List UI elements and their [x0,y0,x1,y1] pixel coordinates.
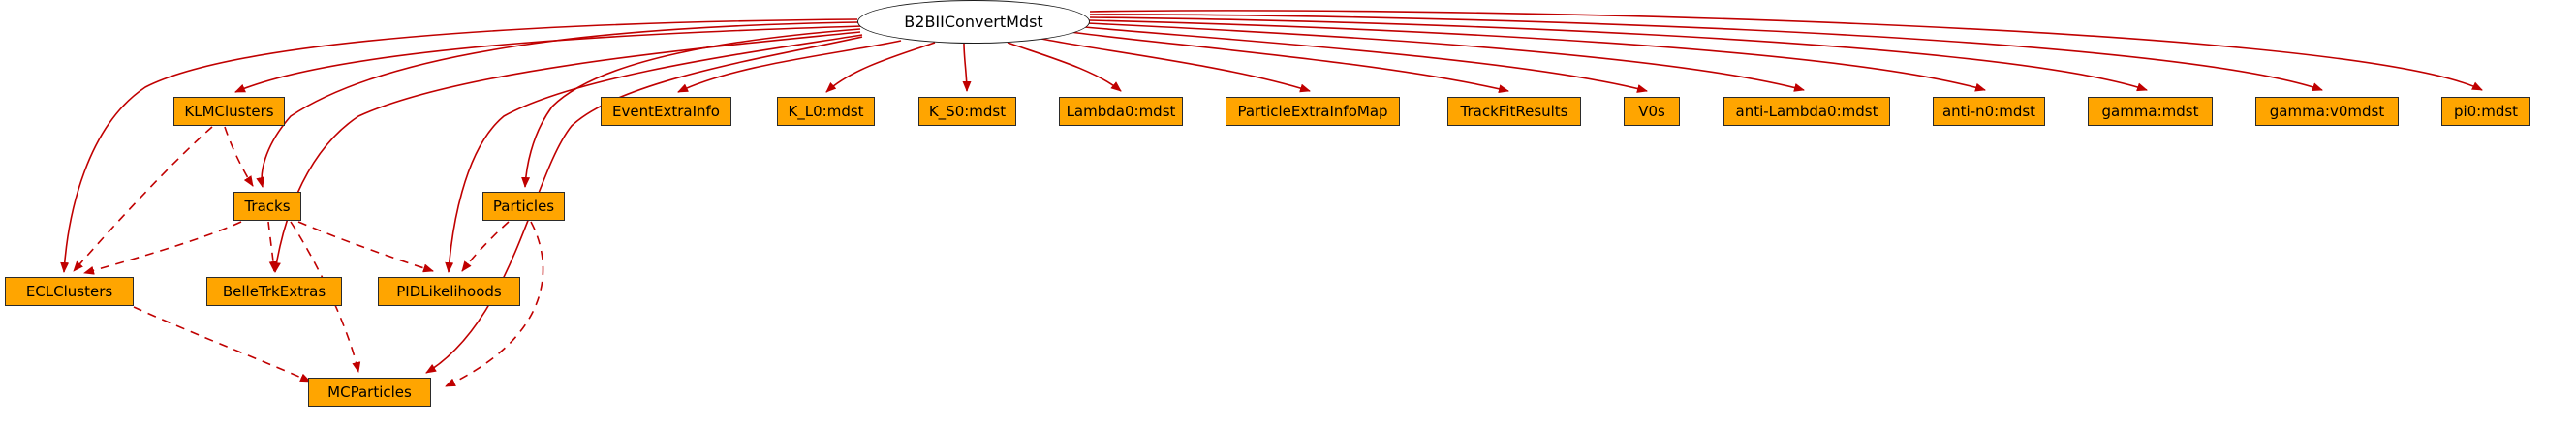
node-v0s[interactable]: V0s [1624,97,1680,126]
node-pidlikelihoods[interactable]: PIDLikelihoods [378,277,520,306]
root-edges [60,10,2483,374]
edge-root-to-k_s0_mdst [962,43,972,92]
node-pidlikelihoods-label: PIDLikelihoods [396,282,502,300]
edge-root-to-lambda0_mdst [1007,42,1122,92]
edge-root-to-particleextrainfomap [1040,38,1311,93]
edge-tracks-to-mcparticles [290,221,361,373]
node-root-label: B2BIIConvertMdst [904,12,1043,31]
edge-klmclusters-to-tracks [224,126,254,187]
edge-tracks-to-belletrkextras [267,221,278,272]
node-mcparticles-label: MCParticles [327,383,412,401]
node-anti-n0-mdst-label: anti-n0:mdst [1941,102,2036,120]
edge-tracks-to-pidlikelihoods [297,221,434,273]
edge-root-to-eclclusters [60,18,858,273]
node-gamma-v0mdst[interactable]: gamma:v0mdst [2255,97,2399,126]
node-pi0-mdst[interactable]: pi0:mdst [2441,97,2530,126]
node-eventextrainfo-label: EventExtraInfo [612,102,720,120]
node-trackfitresults[interactable]: TrackFitResults [1447,97,1581,126]
node-k-l0-mdst[interactable]: K_L0:mdst [777,97,875,126]
node-trackfitresults-label: TrackFitResults [1460,102,1568,120]
node-tracks[interactable]: Tracks [233,192,301,221]
edge-root-to-particles [521,28,861,188]
node-klmclusters-label: KLMClusters [184,102,274,120]
edge-root-to-anti_lambda0_mdst [1086,22,1805,92]
node-pi0-mdst-label: pi0:mdst [2453,102,2519,120]
node-eventextrainfo[interactable]: EventExtraInfo [601,97,731,126]
node-particleextrainfomap-label: ParticleExtraInfoMap [1237,102,1388,120]
edge-root-to-gamma_v0mdst [1089,14,2323,92]
node-anti-lambda0-mdst[interactable]: anti-Lambda0:mdst [1723,97,1890,126]
node-particleextrainfomap[interactable]: ParticleExtraInfoMap [1226,97,1400,126]
node-belletrkextras[interactable]: BelleTrkExtras [206,277,342,306]
edge-root-to-pidlikelihoods [445,34,863,273]
edge-tracks-to-eclclusters [83,221,242,275]
node-k-l0-mdst-label: K_L0:mdst [788,102,864,120]
edge-root-to-klmclusters [234,25,863,93]
node-tracks-label: Tracks [244,197,291,215]
node-klmclusters[interactable]: KLMClusters [173,97,285,126]
node-k-s0-mdst-label: K_S0:mdst [928,102,1007,120]
node-lambda0-mdst-label: Lambda0:mdst [1066,102,1176,120]
edge-root-to-eventextrainfo [677,40,902,93]
edge-root-to-pi0_mdst [1089,10,2483,91]
node-k-s0-mdst[interactable]: K_S0:mdst [918,97,1016,126]
node-eclclusters-label: ECLClusters [25,282,113,300]
node-anti-lambda0-mdst-label: anti-Lambda0:mdst [1735,102,1878,120]
edge-eclclusters-to-mcparticles [133,306,311,383]
node-lambda0-mdst[interactable]: Lambda0:mdst [1059,97,1183,126]
edge-klmclusters-to-eclclusters [73,126,213,272]
node-eclclusters[interactable]: ECLClusters [5,277,134,306]
node-anti-n0-mdst[interactable]: anti-n0:mdst [1933,97,2045,126]
edge-root-to-k_l0_mdst [825,42,936,93]
edge-root-to-gamma_mdst [1089,16,2148,92]
edge-particles-to-mcparticles [445,221,544,387]
dependency-edges [73,126,544,387]
node-root[interactable]: B2BIIConvertMdst [857,0,1090,44]
node-particles[interactable]: Particles [482,192,565,221]
node-v0s-label: V0s [1638,102,1665,120]
node-gamma-v0mdst-label: gamma:v0mdst [2269,102,2385,120]
node-gamma-mdst[interactable]: gamma:mdst [2088,97,2213,126]
edge-root-to-v0s [1084,26,1648,93]
edge-root-to-trackfitresults [1070,31,1509,94]
edge-root-to-anti_n0_mdst [1088,19,1986,92]
edge-particles-to-pidlikelihoods [461,221,510,272]
node-belletrkextras-label: BelleTrkExtras [222,282,326,300]
edge-root-to-belletrkextras [271,31,861,273]
edge-root-to-tracks [256,21,859,188]
node-gamma-mdst-label: gamma:mdst [2101,102,2199,120]
node-mcparticles[interactable]: MCParticles [308,378,431,407]
node-particles-label: Particles [492,197,555,215]
